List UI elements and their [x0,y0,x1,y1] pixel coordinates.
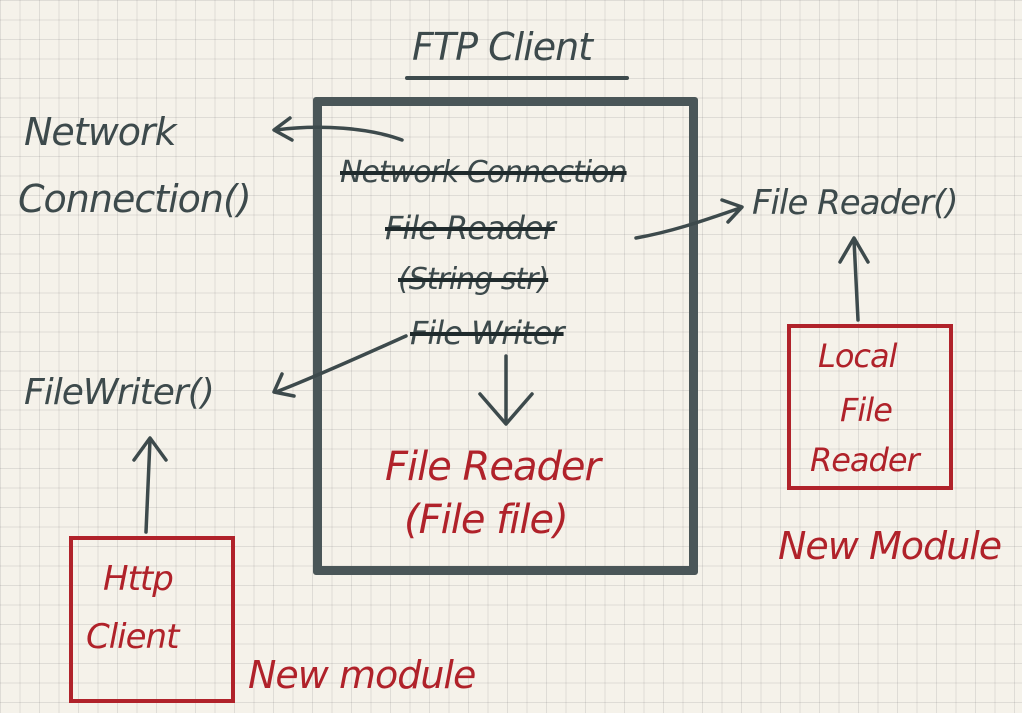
new-file-reader-param: (File file) [404,497,569,543]
arrow-head-local-up [838,236,870,264]
crossed-item-file-writer: File Writer [410,314,565,352]
new-file-reader-label: File Reader [385,444,601,490]
local-file-reader-line3: Reader [810,441,920,479]
local-file-reader-line2: File [840,391,893,429]
arrow-head-file-writer [272,372,296,398]
http-client-module-box [69,536,235,703]
ftp-client-box [313,97,698,575]
local-file-reader-module-box [787,324,953,490]
network-label-line1: Network [24,110,177,154]
diagram-title: FTP Client [412,25,593,69]
arrow-head-file-reader [720,198,744,224]
arrow-to-network-connection [274,125,404,142]
arrow-head-http-up [132,436,168,462]
file-writer-label: FileWriter() [24,372,215,413]
http-client-line1: Http [103,559,174,599]
arrow-up-from-http-client [144,438,152,534]
file-reader-label: File Reader() [752,183,959,223]
arrow-to-file-writer [274,334,408,394]
crossed-item-string-str: (String str) [398,262,549,297]
arrow-head-network [272,116,294,142]
crossed-item-file-reader: File Reader [385,209,556,247]
title-underline [405,76,629,80]
network-label-line2: Connection() [18,177,252,221]
http-client-line2: Client [86,617,179,657]
crossed-item-network-connection: Network Connection [340,155,628,190]
http-new-module-tag: New module [248,653,476,697]
arrow-up-from-local-file-reader [852,238,860,322]
arrow-head-down [478,392,534,426]
local-new-module-tag: New Module [778,524,1002,568]
local-file-reader-line1: Local [818,337,897,375]
arrow-to-file-reader [634,206,742,240]
